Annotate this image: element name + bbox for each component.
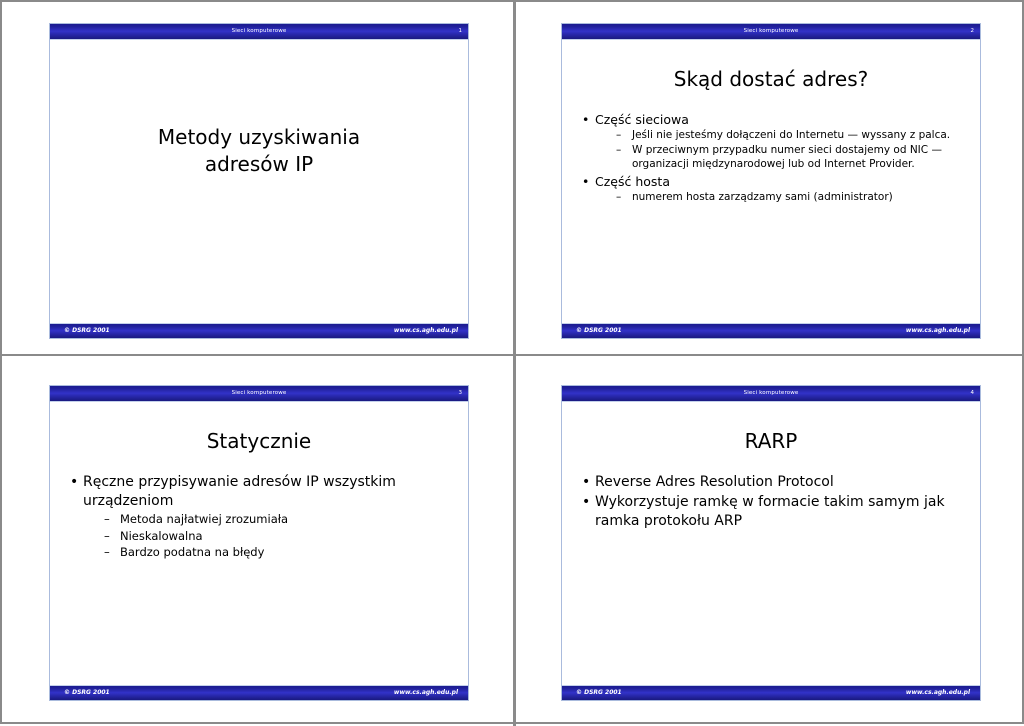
sub-bullet-text: Metoda najłatwiej zrozumiała [120,512,289,526]
footer-url[interactable]: www.cs.agh.edu.pl [905,327,970,334]
bullet-text: Wykorzystuje ramkę w formacie takim samy… [595,494,945,529]
slide-header-bar: Sieci komputerowe 4 [562,386,980,402]
sub-bullet-text: Nieskalowalna [120,528,203,543]
bullet-marker-icon: • [70,474,79,490]
sub-bullet-list: – numerem hosta zarządzamy sami (adminis… [595,190,966,205]
slide-4[interactable]: Sieci komputerowe 4 RARP • Reverse Adres… [561,385,981,701]
vertical-divider [513,2,516,726]
slide-title: Metody uzyskiwania adresów IP [64,124,454,178]
slide-header-bar: Sieci komputerowe 1 [50,24,468,40]
footer-copyright: © DSRG 2001 [64,327,110,334]
slide-title-line-2: adresów IP [204,152,314,176]
sub-bullet-item: – Metoda najłatwiej zrozumiała [102,511,454,528]
sub-bullet-text: W przeciwnym przypadku numer sieci dosta… [632,143,942,171]
slide-title-line-1: Skąd dostać adres? [673,67,869,91]
header-title: Sieci komputerowe [231,390,287,396]
bullet-item: • Część hosta – numerem hosta zarządzamy… [576,173,966,205]
sub-bullet-item: – W przeciwnym przypadku numer sieci dos… [614,143,966,172]
sub-bullet-list: – Metoda najłatwiej zrozumiała – Nieskal… [83,511,454,561]
bullet-marker-icon: • [582,112,590,127]
bullet-text: Część hosta [595,173,670,189]
sub-bullet-list: – Jeśli nie jesteśmy dołączeni do Intern… [595,128,966,172]
bullet-item: • Ręczne przypisywanie adresów IP wszyst… [64,473,454,561]
sub-bullet-item: – Bardzo podatna na błędy [102,544,454,561]
header-title: Sieci komputerowe [743,28,799,34]
slide-number: 4 [970,390,975,396]
footer-url[interactable]: www.cs.agh.edu.pl [393,689,458,696]
slide-footer-bar: © DSRG 2001 www.cs.agh.edu.pl [562,685,980,700]
slide-body: Metody uzyskiwania adresów IP [50,40,468,323]
bullet-item: • Część sieciowa – Jeśli nie jesteśmy do… [576,111,966,172]
header-title: Sieci komputerowe [231,28,287,34]
slide-header-bar: Sieci komputerowe 2 [562,24,980,40]
bullet-list: • Część sieciowa – Jeśli nie jesteśmy do… [576,111,966,204]
slide-header-bar: Sieci komputerowe 3 [50,386,468,402]
footer-url[interactable]: www.cs.agh.edu.pl [393,327,458,334]
slide-body: RARP • Reverse Adres Resolution Protocol… [562,402,980,685]
sub-bullet-text: Bardzo podatna na błędy [120,545,265,559]
slide-quadrant-1: Sieci komputerowe 1 Metody uzyskiwania a… [2,2,514,364]
slide-footer-bar: © DSRG 2001 www.cs.agh.edu.pl [562,323,980,338]
slide-title: Statycznie [64,428,454,455]
sub-bullet-text: Jeśli nie jesteśmy dołączeni do Internet… [632,129,951,141]
slide-body: Skąd dostać adres? • Część sieciowa – Je… [562,40,980,323]
slide-number: 3 [458,390,463,396]
slide-title-line-1: Statycznie [206,429,312,453]
slide-number: 2 [970,28,975,34]
horizontal-divider [2,354,1024,356]
slide-2[interactable]: Sieci komputerowe 2 Skąd dostać adres? •… [561,23,981,339]
slide-quadrant-4: Sieci komputerowe 4 RARP • Reverse Adres… [514,364,1024,726]
sub-bullet-item: – Nieskalowalna [102,528,454,545]
dash-marker-icon: – [616,190,622,203]
slide-title-line-1: RARP [744,429,798,453]
dash-marker-icon: – [104,528,110,543]
sub-bullet-item: – Jeśli nie jesteśmy dołączeni do Intern… [614,128,966,143]
footer-url[interactable]: www.cs.agh.edu.pl [905,689,970,696]
bullet-text: Część sieciowa [595,112,689,127]
slide-title: RARP [576,428,966,455]
bullet-list: • Ręczne przypisywanie adresów IP wszyst… [64,473,454,561]
footer-copyright: © DSRG 2001 [576,689,622,696]
sub-bullet-item: – numerem hosta zarządzamy sami (adminis… [614,190,966,205]
bullet-text: Ręczne przypisywanie adresów IP wszystki… [83,474,396,509]
slide-quadrant-2: Sieci komputerowe 2 Skąd dostać adres? •… [514,2,1024,364]
header-title: Sieci komputerowe [743,390,799,396]
slide-3[interactable]: Sieci komputerowe 3 Statycznie • Ręczne … [49,385,469,701]
bullet-item: • Reverse Adres Resolution Protocol [576,473,966,492]
sub-bullet-text: numerem hosta zarządzamy sami (administr… [632,190,893,203]
dash-marker-icon: – [616,143,622,156]
footer-copyright: © DSRG 2001 [64,689,110,696]
slide-1[interactable]: Sieci komputerowe 1 Metody uzyskiwania a… [49,23,469,339]
slide-title-line-1: Metody uzyskiwania [157,125,361,149]
dash-marker-icon: – [616,129,622,141]
bullet-marker-icon: • [582,173,590,189]
slide-number: 1 [458,28,463,34]
slide-footer-bar: © DSRG 2001 www.cs.agh.edu.pl [50,685,468,700]
footer-copyright: © DSRG 2001 [576,327,622,334]
bullet-list: • Reverse Adres Resolution Protocol • Wy… [576,473,966,531]
slide-quadrant-3: Sieci komputerowe 3 Statycznie • Ręczne … [2,364,514,726]
slide-title: Skąd dostać adres? [576,66,966,93]
dash-marker-icon: – [104,545,110,559]
bullet-marker-icon: • [582,474,591,490]
slide-footer-bar: © DSRG 2001 www.cs.agh.edu.pl [50,323,468,338]
bullet-item: • Wykorzystuje ramkę w formacie takim sa… [576,493,966,531]
dash-marker-icon: – [104,512,110,526]
bullet-marker-icon: • [582,494,591,510]
bullet-text: Reverse Adres Resolution Protocol [595,474,834,490]
slide-body: Statycznie • Ręczne przypisywanie adresó… [50,402,468,685]
